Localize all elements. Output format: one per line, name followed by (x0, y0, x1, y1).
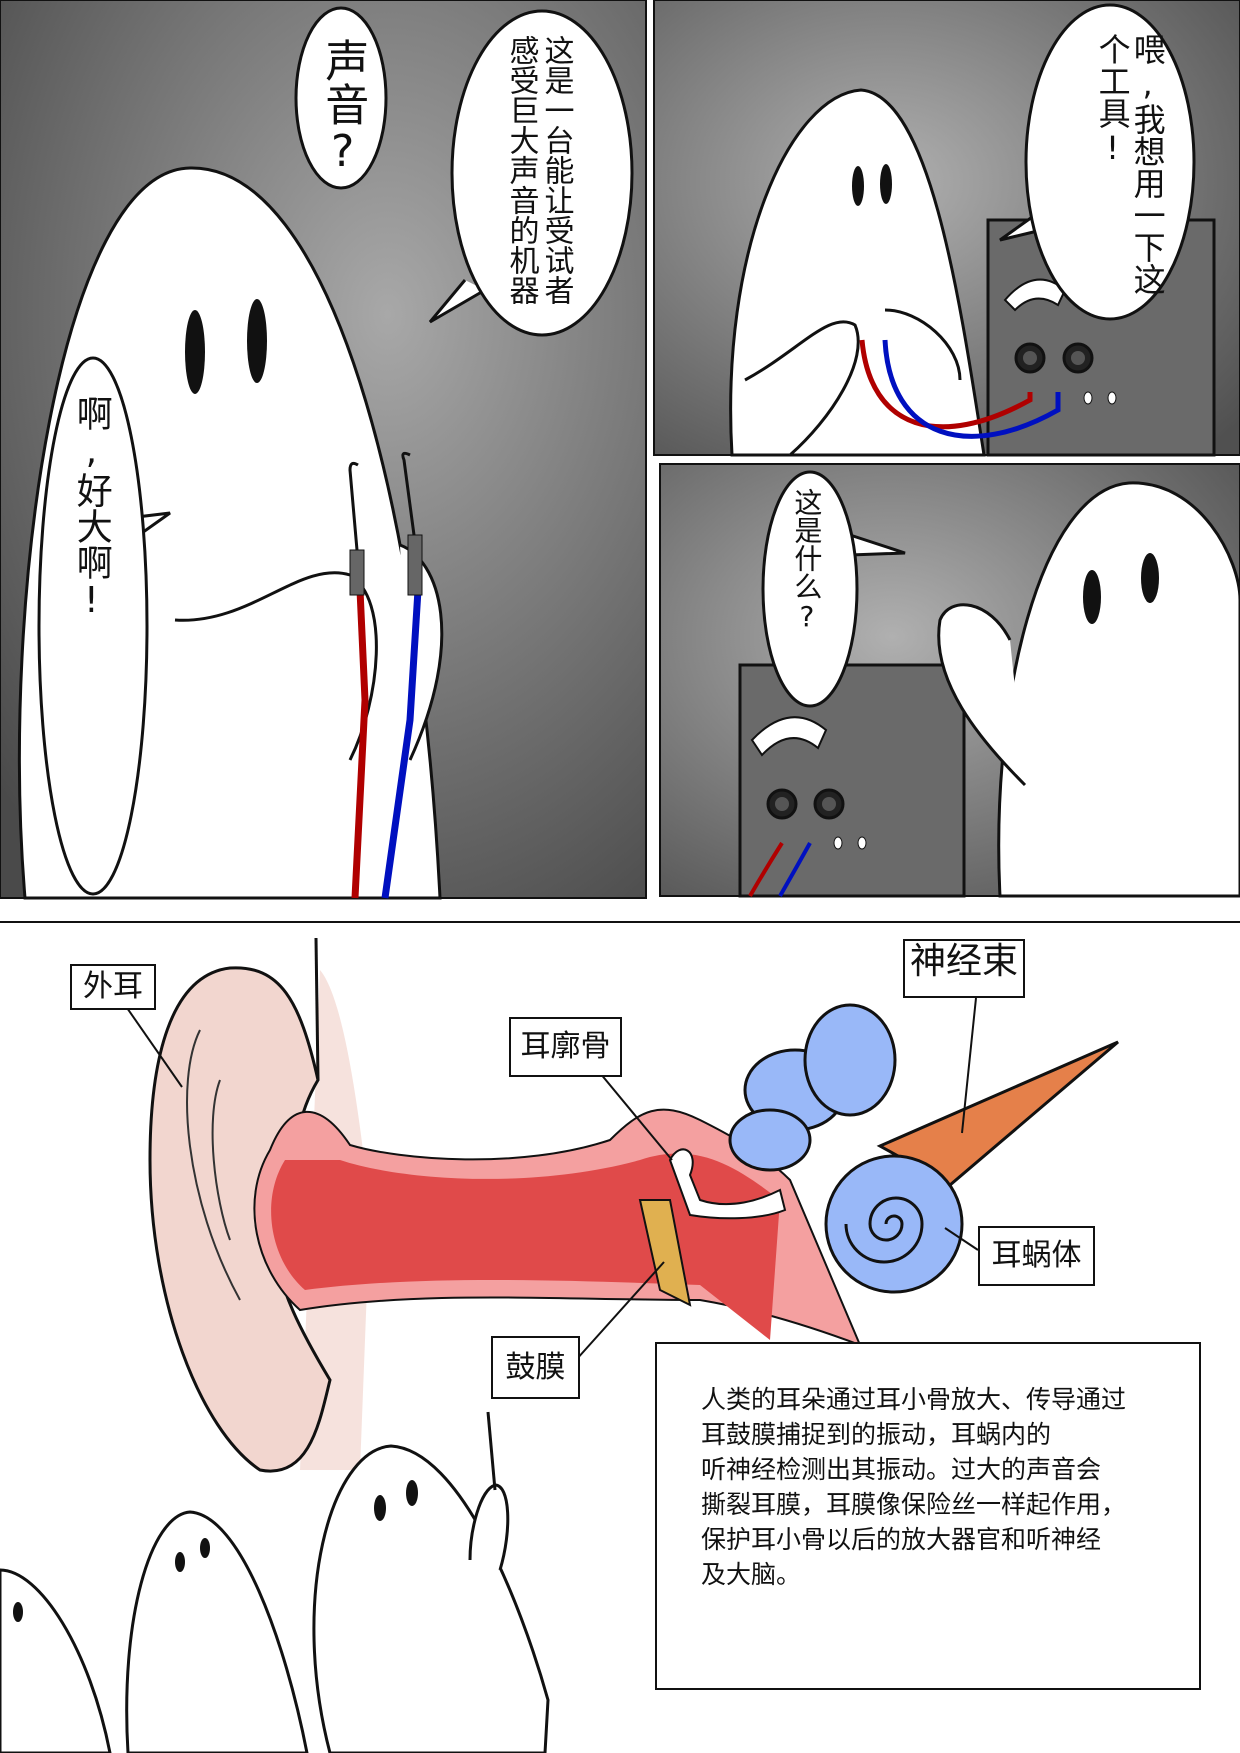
ghost-body (125, 1510, 309, 1753)
label-eardrum: 鼓膜 (491, 1336, 580, 1399)
eardrum (638, 1199, 692, 1307)
label-nerve: 神经束 (903, 939, 1025, 998)
cochlea (824, 1154, 964, 1294)
machine-box (738, 663, 966, 898)
bubble-text-machine: 这是一台能让受试者 (538, 35, 574, 305)
explanation-text: 人类的耳朵通过耳小骨放大、传导通过 耳鼓膜捕捉到的振动，耳蜗内的 听神经检测出其… (701, 1382, 1181, 1592)
bubble-text-hey: 个工具! (1093, 33, 1132, 167)
explanation-box: 人类的耳朵通过耳小骨放大、传导通过 耳鼓膜捕捉到的振动，耳蜗内的 听神经检测出其… (655, 1342, 1201, 1690)
ear-diagram (124, 937, 1119, 1473)
speech-bubble (999, 3, 1196, 321)
panel-3 (659, 463, 1240, 898)
panel-1 (0, 0, 647, 900)
explanation-line: 听神经检测出其振动。过大的声音会 (701, 1455, 1102, 1484)
bubble-text-sound: 声音? (317, 38, 369, 177)
bubble-text-big: 啊,好大啊! (70, 395, 112, 621)
bubble-text-hey: 喂,我想用一下这 (1128, 33, 1167, 295)
speech-bubble (37, 6, 634, 896)
explanation-line: 撕裂耳膜，耳膜像保险丝一样起作用， (701, 1490, 1127, 1519)
explanation-line: 人类的耳朵通过耳小骨放大、传导通过 (701, 1385, 1127, 1414)
ghost-body (0, 1568, 112, 1753)
label-outer-ear: 外耳 (70, 964, 156, 1010)
ghost-eye (185, 310, 205, 394)
explanation-line: 保护耳小骨以后的放大器官和听神经 (701, 1525, 1102, 1554)
blue-cable (381, 589, 422, 899)
bubble-text-machine: 感受巨大声音的机器 (503, 35, 539, 305)
ossicles (668, 1148, 787, 1220)
ghost-eye (247, 299, 267, 383)
label-cochlea: 耳蜗体 (978, 1226, 1095, 1286)
ghost-body (312, 1444, 550, 1753)
explanation-line: 及大脑。 (701, 1560, 802, 1589)
bubble-text-what: 这是什么? (790, 488, 824, 633)
semicircular-canals (728, 1003, 897, 1172)
red-cable (351, 589, 369, 899)
panel-2 (653, 0, 1240, 457)
speech-bubble (761, 470, 906, 708)
small-ghosts (0, 1411, 550, 1753)
explanation-line: 耳鼓膜捕捉到的振动，耳蜗内的 (701, 1420, 1052, 1449)
label-ossicles: 耳廓骨 (509, 1017, 622, 1077)
